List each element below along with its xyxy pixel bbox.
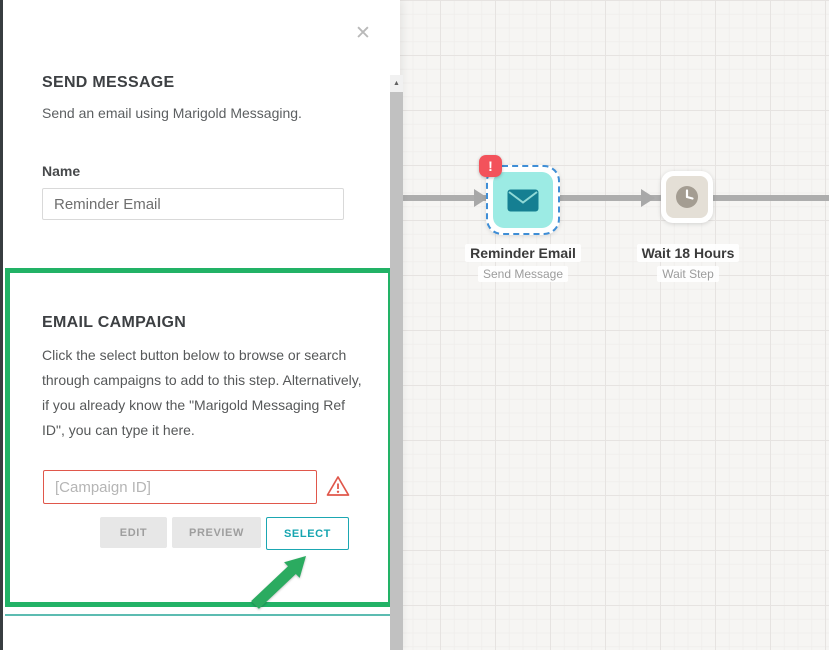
node-wait-step[interactable] — [661, 171, 713, 223]
clock-icon — [676, 186, 698, 208]
scrollbar-up-icon[interactable]: ▲ — [390, 75, 403, 92]
panel-title: SEND MESSAGE — [42, 74, 175, 91]
node-reminder-email-label: Reminder Email Send Message — [433, 244, 613, 282]
email-campaign-title: EMAIL CAMPAIGN — [42, 314, 187, 331]
flow-arrowhead-icon — [641, 189, 655, 207]
edit-button[interactable]: EDIT — [100, 517, 167, 548]
node-wait-step-label: Wait 18 Hours Wait Step — [598, 244, 778, 282]
name-input[interactable] — [42, 188, 344, 220]
scrollbar-thumb[interactable] — [390, 92, 403, 650]
node-reminder-email-tile — [493, 172, 553, 228]
node-wait-step-tile — [666, 176, 708, 218]
annotation-arrow-icon — [251, 556, 306, 609]
email-icon — [507, 189, 539, 211]
node-subtitle: Send Message — [477, 266, 569, 282]
flow-arrowhead-icon — [474, 189, 488, 207]
campaign-id-input[interactable] — [43, 470, 317, 504]
panel-scrollbar[interactable]: ▲ — [390, 75, 403, 650]
select-button[interactable]: SELECT — [266, 517, 349, 550]
close-icon[interactable]: ✕ — [355, 23, 371, 44]
node-reminder-email[interactable] — [486, 165, 560, 235]
alert-triangle-icon — [326, 476, 350, 496]
node-title: Wait 18 Hours — [636, 244, 740, 262]
name-field-label: Name — [42, 163, 81, 179]
node-subtitle: Wait Step — [657, 266, 719, 282]
node-title: Reminder Email — [465, 244, 581, 262]
error-badge: ! — [479, 155, 502, 177]
flow-connector-line — [400, 195, 829, 201]
email-campaign-description: Click the select button below to browse … — [42, 347, 362, 438]
section-divider — [5, 614, 391, 616]
step-config-panel: ✕ SEND MESSAGE Send an email using Marig… — [0, 0, 403, 650]
panel-description: Send an email using Marigold Messaging. — [42, 105, 302, 121]
preview-button[interactable]: PREVIEW — [172, 517, 261, 548]
